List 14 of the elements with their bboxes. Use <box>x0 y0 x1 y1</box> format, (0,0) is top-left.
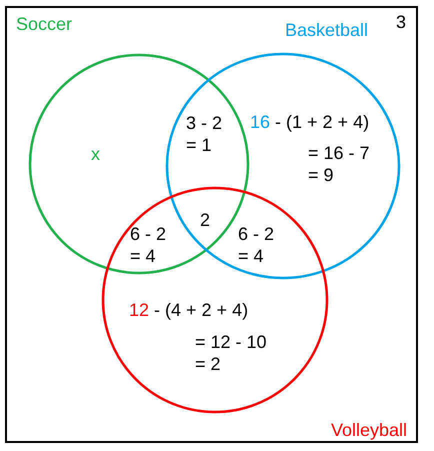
variable-label: x <box>91 143 100 165</box>
equation-text: 3 - 2 = 1 <box>186 112 224 156</box>
equation-text: 12 - (4 + 2 + 4) <box>129 299 248 321</box>
set-label: Volleyball <box>331 419 408 441</box>
set-label: Basketball <box>285 19 368 41</box>
equation-text: 16 - (1 + 2 + 4) <box>250 111 370 133</box>
equation-text: = 12 - 10 = 2 <box>195 331 268 375</box>
set-label: Soccer <box>16 13 72 35</box>
outside-count: 3 <box>396 11 406 33</box>
equation-text: 6 - 2 = 4 <box>130 223 168 267</box>
universal-set-box <box>5 6 418 443</box>
equation-text: 6 - 2 = 4 <box>238 223 276 267</box>
equation-text: = 16 - 7 = 9 <box>308 142 371 186</box>
region-count: 2 <box>200 209 210 231</box>
